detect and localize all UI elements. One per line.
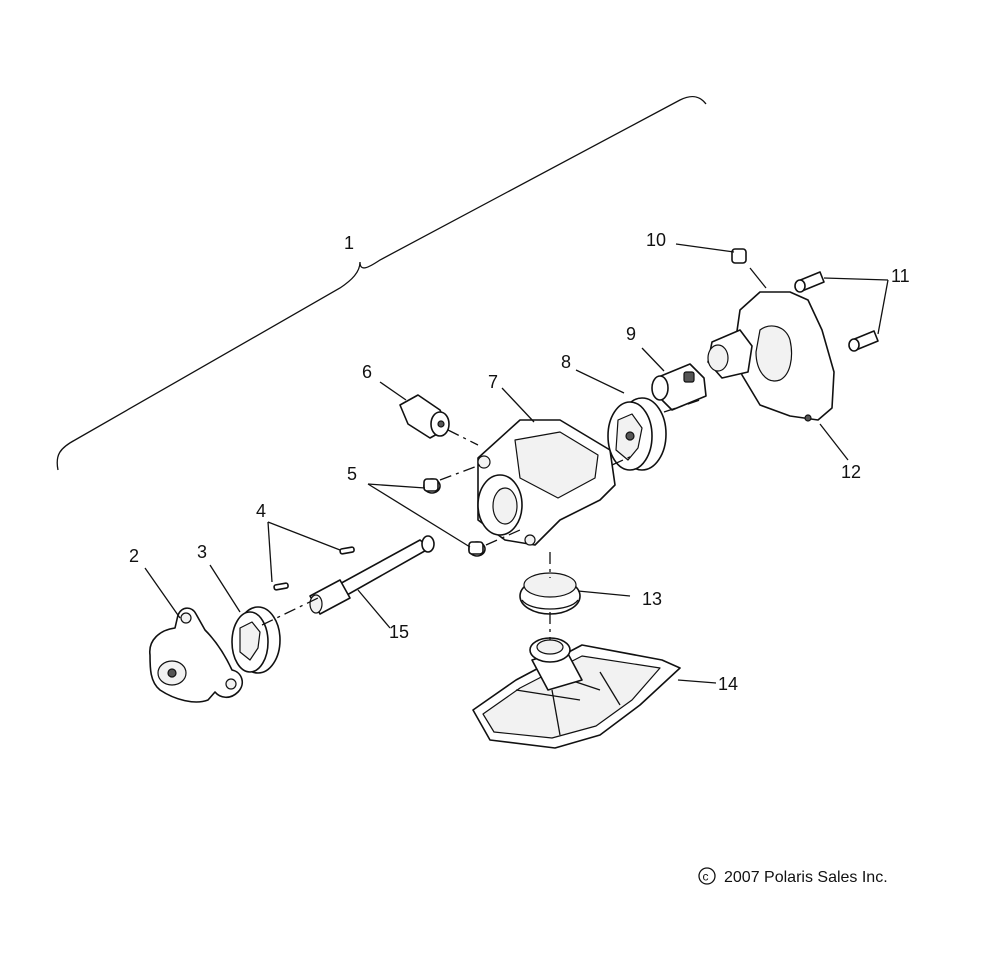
- centerline-rotor: [611, 455, 633, 466]
- part-4-pins: [273, 546, 355, 591]
- assembly-bracket: [56, 95, 707, 471]
- callout-8: 8: [561, 352, 571, 372]
- callout-14: 14: [718, 674, 738, 694]
- part-14-screen: [472, 637, 681, 749]
- part-10-dowel: [731, 248, 747, 264]
- callout-1: 1: [344, 233, 354, 253]
- callout-6: 6: [362, 362, 372, 382]
- centerline-fitting: [447, 429, 479, 446]
- centerline-front: [663, 399, 701, 413]
- leader-lines: [144, 243, 889, 684]
- centerline-dowel-2: [485, 529, 521, 546]
- part-15-shaft: [309, 535, 435, 615]
- callout-9: 9: [626, 324, 636, 344]
- callout-10: 10: [646, 230, 666, 250]
- callout-2: 2: [129, 546, 139, 566]
- callout-13: 13: [642, 589, 662, 609]
- callout-12: 12: [841, 462, 861, 482]
- copyright-symbol: c: [703, 870, 709, 884]
- part-13-ring: [519, 572, 581, 615]
- part-5-dowels: [423, 478, 486, 557]
- callout-15: 15: [389, 622, 409, 642]
- part-9-inner-rotor: [651, 363, 707, 411]
- centerline-main: [261, 597, 319, 626]
- part-12-front-cover: [707, 291, 835, 422]
- part-8-rotor: [607, 397, 667, 471]
- part-7-pump-body: [477, 419, 616, 546]
- callout-5: 5: [347, 464, 357, 484]
- part-2-rear-cover: [149, 607, 244, 703]
- callout-4: 4: [256, 501, 266, 521]
- centerline-dowel-1: [439, 464, 481, 481]
- callout-3: 3: [197, 542, 207, 562]
- copyright-notice: c 2007 Polaris Sales Inc.: [698, 867, 888, 886]
- part-6-fitting: [399, 394, 450, 439]
- part-3-rotor: [231, 606, 281, 674]
- callout-7: 7: [488, 372, 498, 392]
- callout-11: 11: [891, 266, 910, 286]
- part-11-dowel-pins: [794, 271, 879, 352]
- copyright-circle-icon: [698, 867, 716, 885]
- copyright-text: 2007 Polaris Sales Inc.: [724, 869, 888, 886]
